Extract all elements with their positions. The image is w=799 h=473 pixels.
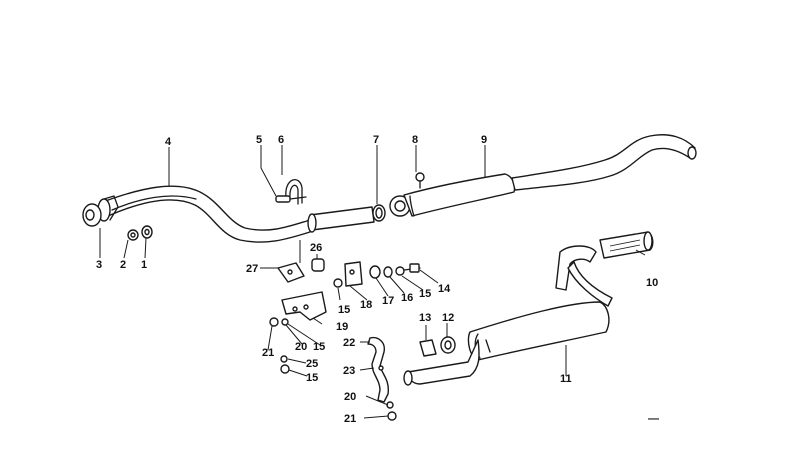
callout-25: 25: [306, 358, 318, 370]
small-nuts: [269, 278, 343, 374]
page-mark: —: [648, 413, 659, 425]
callout-12: 12: [442, 312, 454, 324]
callout-19: 19: [336, 321, 348, 333]
callout-26: 26: [310, 242, 322, 254]
callout-9: 9: [481, 134, 487, 146]
callout-5: 5: [256, 134, 262, 146]
rubber-hanger-ring: [440, 336, 456, 354]
callout-8: 8: [412, 134, 418, 146]
callout-17: 17: [382, 295, 394, 307]
nut-washer-stack: [369, 263, 421, 279]
callout-18: 18: [360, 299, 372, 311]
callout-22: 22: [343, 337, 355, 349]
connecting-pipe: [307, 204, 386, 233]
rear-hanger-strap: [367, 336, 397, 421]
callout-21b: 21: [344, 413, 356, 425]
u-bolt-clamp: [275, 179, 307, 205]
hanger-plate: [344, 261, 363, 287]
callout-14: 14: [438, 283, 451, 295]
center-muffler: [389, 134, 697, 217]
callout-labels: 4 3 2 1 5 6 7 8 9 26 27 15 18 17 16 15 1…: [96, 134, 659, 425]
rear-muffler: [403, 245, 613, 386]
callout-16: 16: [401, 292, 413, 304]
callout-13: 13: [419, 312, 431, 324]
callout-10: 10: [646, 277, 658, 289]
callout-1: 1: [141, 259, 147, 271]
callout-3: 3: [96, 259, 102, 271]
callout-20a: 20: [295, 341, 307, 353]
leader-lines: [99, 145, 646, 419]
callout-15c: 15: [313, 341, 325, 353]
callout-6: 6: [278, 134, 284, 146]
hanger-bolt: [415, 172, 425, 189]
rubber-mount: [311, 258, 325, 272]
callout-20b: 20: [344, 391, 356, 403]
callout-27: 27: [246, 263, 258, 275]
callout-11: 11: [560, 373, 572, 385]
front-exhaust-pipe: [82, 185, 311, 243]
callout-4: 4: [165, 136, 172, 148]
strap-bracket: [277, 262, 305, 283]
callout-21a: 21: [262, 347, 274, 359]
callout-2: 2: [120, 259, 126, 271]
mounting-bracket: [281, 291, 327, 321]
flange-nut-washer: [127, 225, 153, 241]
callout-15b: 15: [419, 288, 431, 300]
tailpipe: [599, 231, 654, 259]
callout-23: 23: [343, 365, 355, 377]
callout-7: 7: [373, 134, 379, 146]
callout-15a: 15: [338, 304, 350, 316]
callout-15d: 15: [306, 372, 318, 384]
hanger-clamp: [419, 339, 437, 357]
